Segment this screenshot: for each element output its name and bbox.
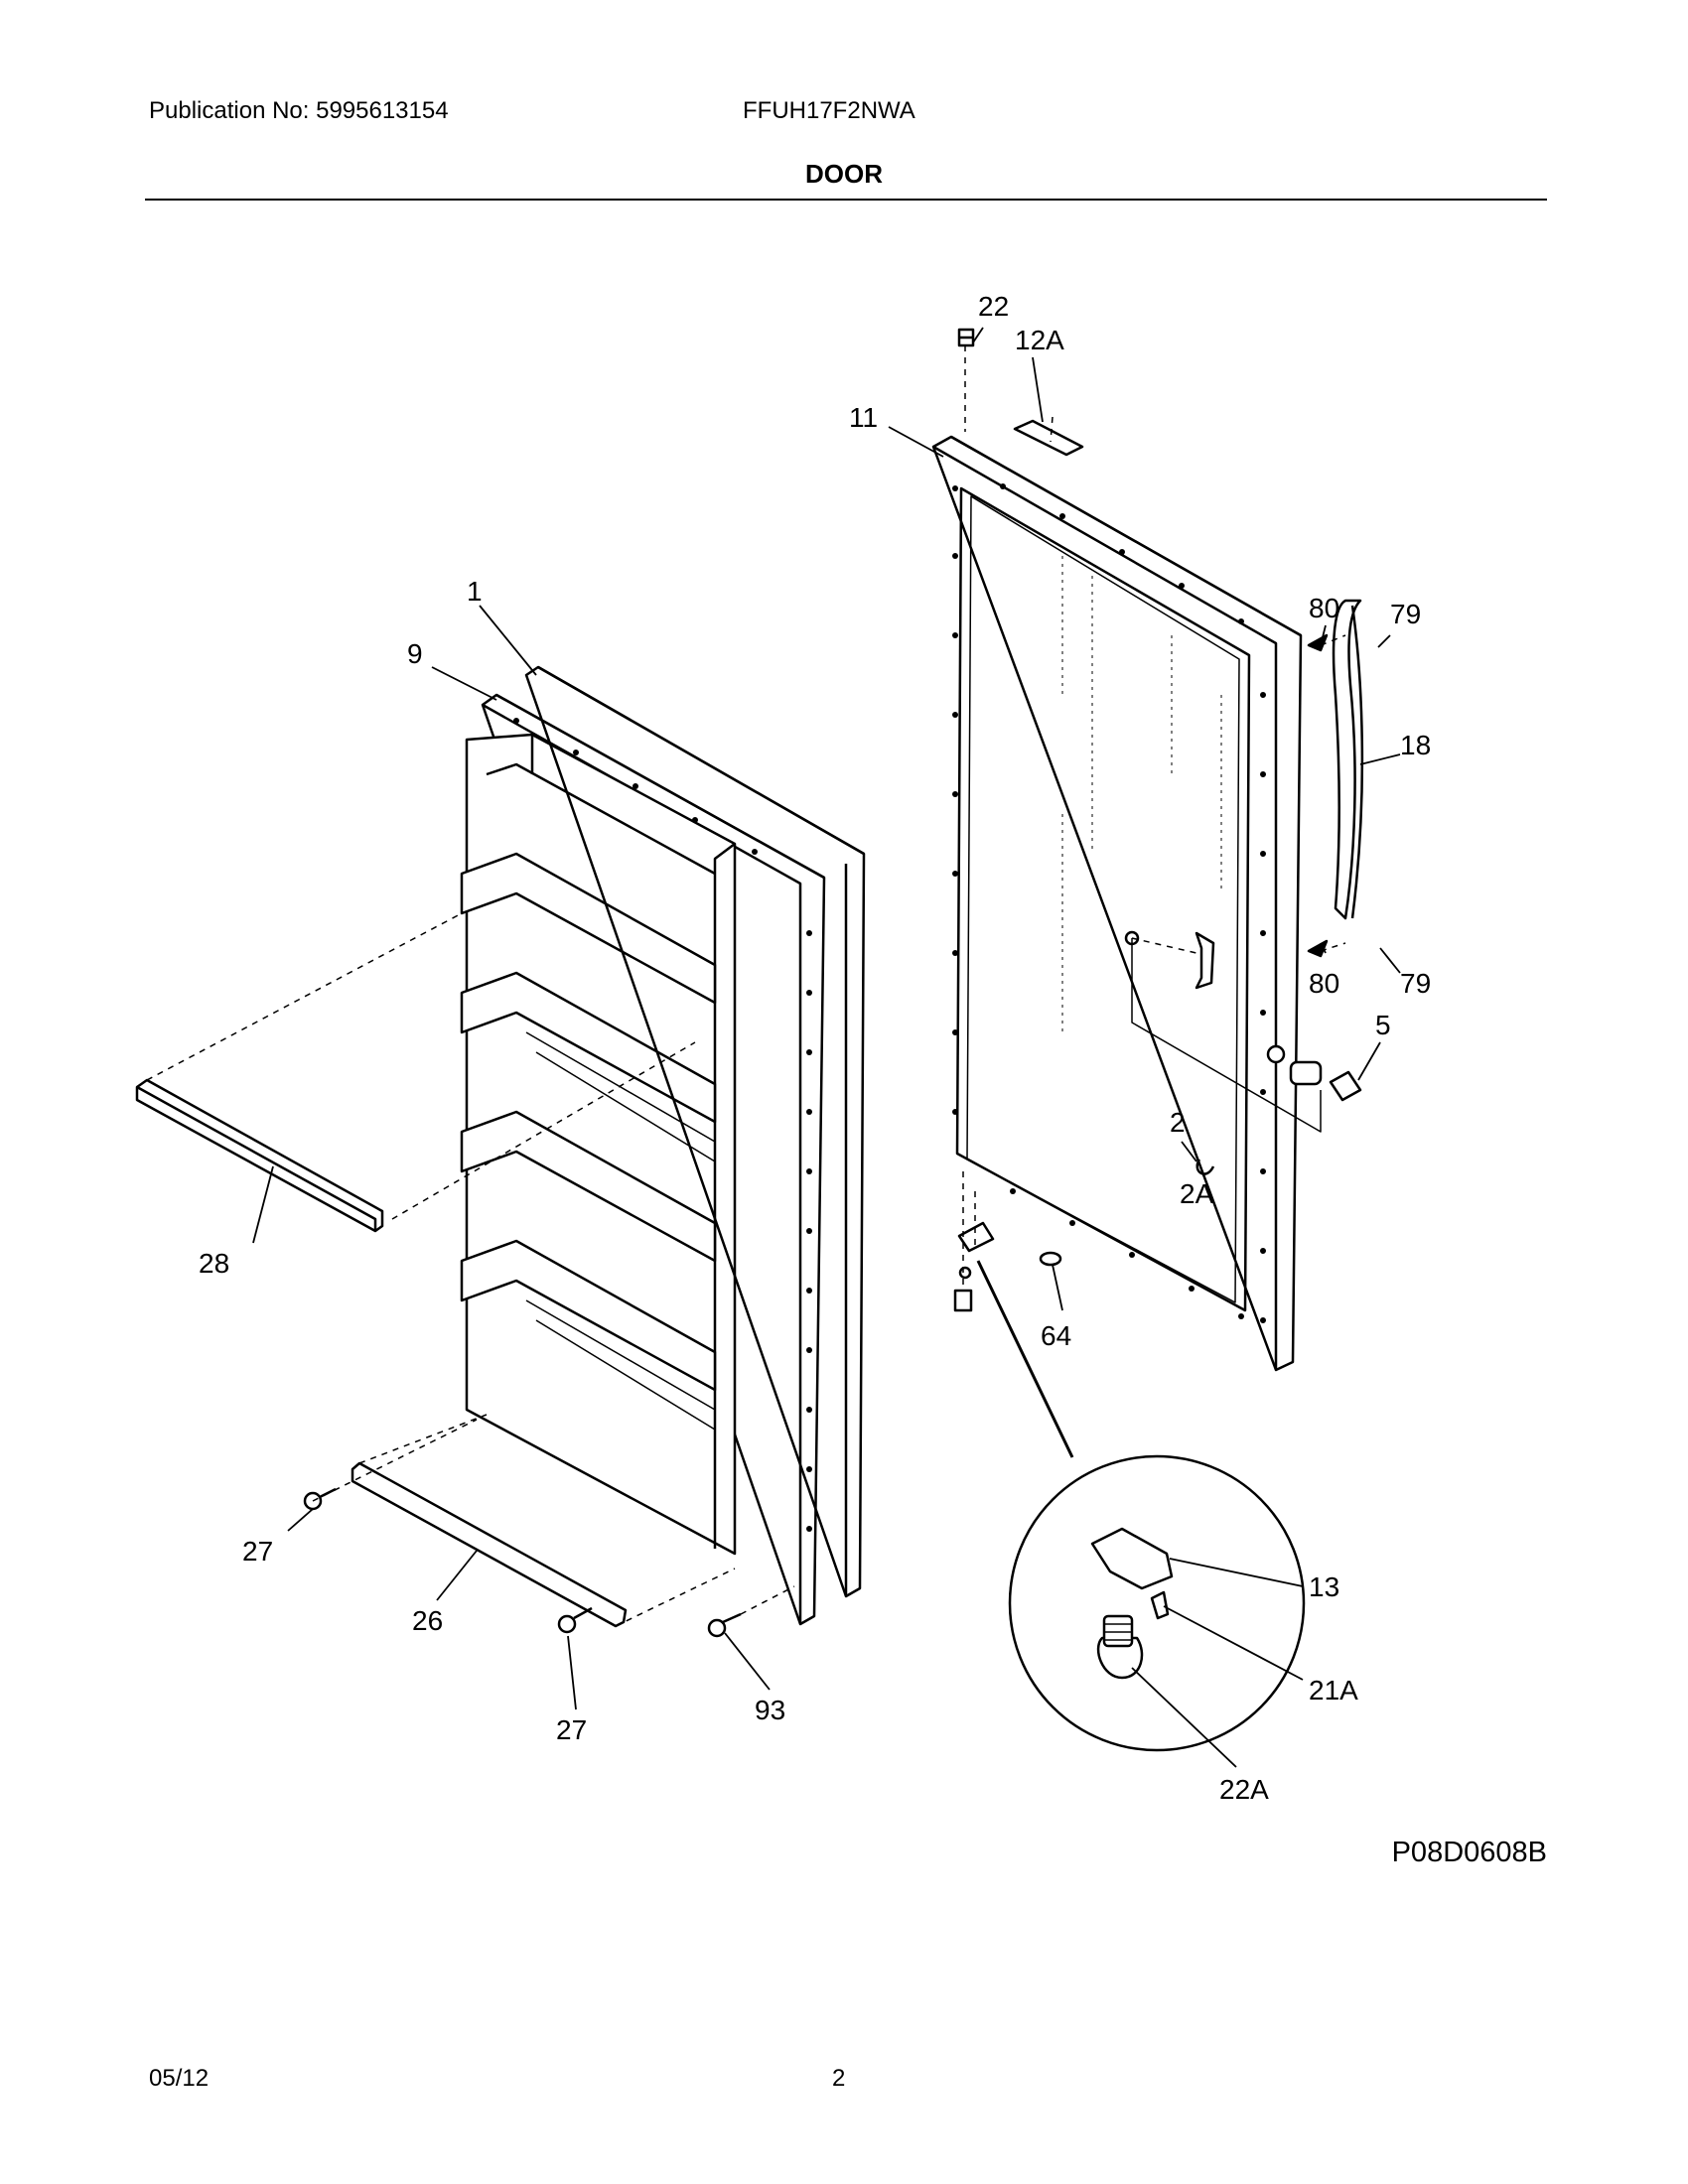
callout-79-bottom: 79 [1400, 968, 1431, 999]
callout-80-top: 80 [1309, 593, 1339, 623]
callout-80-bottom: 80 [1309, 968, 1339, 999]
callout-18: 18 [1400, 730, 1431, 760]
callout-5: 5 [1375, 1010, 1391, 1040]
callout-26: 26 [412, 1605, 443, 1636]
callout-22A: 22A [1219, 1774, 1269, 1805]
outer-door-panel [931, 435, 1303, 1372]
callout-27-left: 27 [242, 1536, 273, 1567]
callout-9: 9 [407, 638, 423, 669]
header-rule [145, 199, 1547, 201]
callout-1: 1 [467, 576, 483, 607]
callout-64: 64 [1041, 1320, 1071, 1351]
leader-lines [252, 327, 1401, 1768]
callout-13: 13 [1309, 1571, 1339, 1602]
shelf-rail-26 [351, 1461, 628, 1628]
page-number: 2 [832, 2065, 846, 2092]
detail-circle [976, 1260, 1306, 1752]
drawing-code: P08D0608B [1391, 1837, 1547, 1868]
footer-date: 05/12 [149, 2065, 210, 2092]
callout-2A: 2A [1180, 1178, 1214, 1209]
door-gasket [524, 665, 866, 1598]
section-title: DOOR [805, 159, 883, 189]
callout-93: 93 [755, 1695, 785, 1725]
callout-2: 2 [1170, 1107, 1186, 1138]
hardware [303, 328, 1362, 1638]
callout-12A: 12A [1015, 325, 1064, 355]
door-handle-18 [1332, 599, 1364, 920]
inner-door-liner [460, 693, 826, 1626]
model-number: FFUH17F2NWA [743, 97, 915, 124]
callout-21A: 21A [1309, 1675, 1358, 1706]
callout-22: 22 [978, 291, 1009, 322]
callout-79-top: 79 [1390, 599, 1421, 629]
callout-28: 28 [199, 1248, 229, 1279]
callout-11: 11 [849, 402, 878, 433]
callout-27-bottom: 27 [556, 1714, 587, 1745]
publication-number: Publication No: 5995613154 [149, 97, 449, 124]
shelf-rail-28 [135, 1078, 384, 1233]
